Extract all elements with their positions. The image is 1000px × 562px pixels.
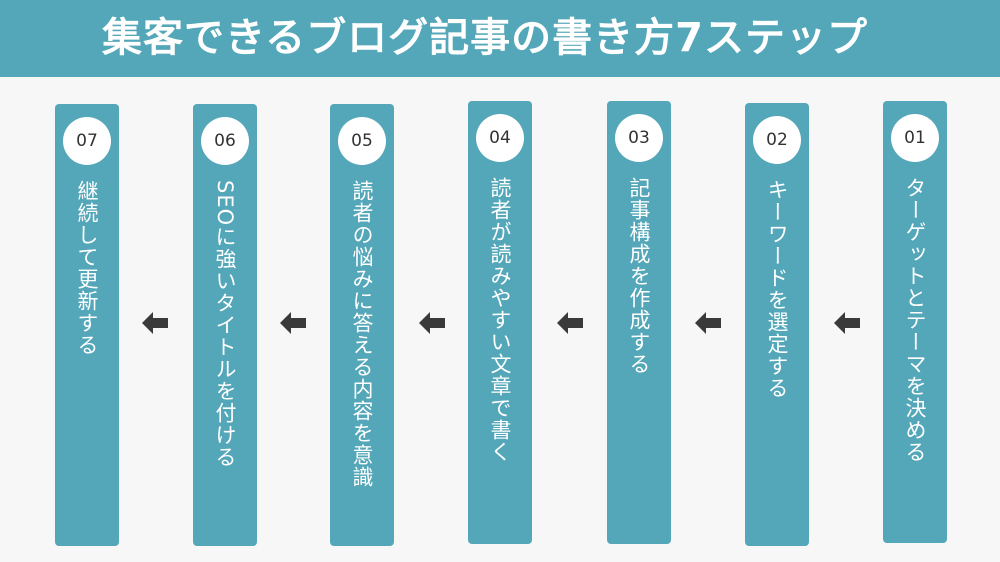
step-number-badge: 02 (753, 116, 801, 164)
step-number-badge: 01 (891, 114, 939, 162)
step-number-badge: 04 (476, 114, 524, 162)
step-label: キーワードを選定する (765, 179, 789, 399)
arrow-left-icon (280, 312, 306, 334)
step-label: 読者の悩みに答える内容を意識 (350, 180, 374, 488)
step-07-card: 07 継続して更新する (55, 104, 119, 546)
arrow-left-icon (695, 312, 721, 334)
step-label: 読者が読みやすい文章で書く (488, 177, 512, 463)
step-label: SEOに強いタイトルを付ける (213, 180, 237, 469)
arrow-left-icon (419, 312, 445, 334)
arrow-left-icon (557, 312, 583, 334)
step-04-card: 04 読者が読みやすい文章で書く (468, 101, 532, 544)
step-label: 記事構成を作成する (627, 177, 651, 375)
step-number-badge: 06 (201, 117, 249, 165)
arrow-left-icon (142, 312, 168, 334)
step-06-card: 06 SEOに強いタイトルを付ける (193, 104, 257, 546)
arrow-left-icon (834, 312, 860, 334)
page-title: 集客できるブログ記事の書き方7ステップ (101, 15, 869, 61)
step-05-card: 05 読者の悩みに答える内容を意識 (330, 104, 394, 546)
step-number-badge: 05 (338, 117, 386, 165)
step-number-badge: 07 (63, 117, 111, 165)
step-03-card: 03 記事構成を作成する (607, 101, 671, 544)
step-02-card: 02 キーワードを選定する (745, 103, 809, 546)
step-label: 継続して更新する (75, 180, 99, 356)
step-number-badge: 03 (615, 114, 663, 162)
step-01-card: 01 ターゲットとテーマを決める (883, 101, 947, 543)
title-bar: 集客できるブログ記事の書き方7ステップ (0, 0, 1000, 77)
step-label: ターゲットとテーマを決める (903, 177, 927, 463)
